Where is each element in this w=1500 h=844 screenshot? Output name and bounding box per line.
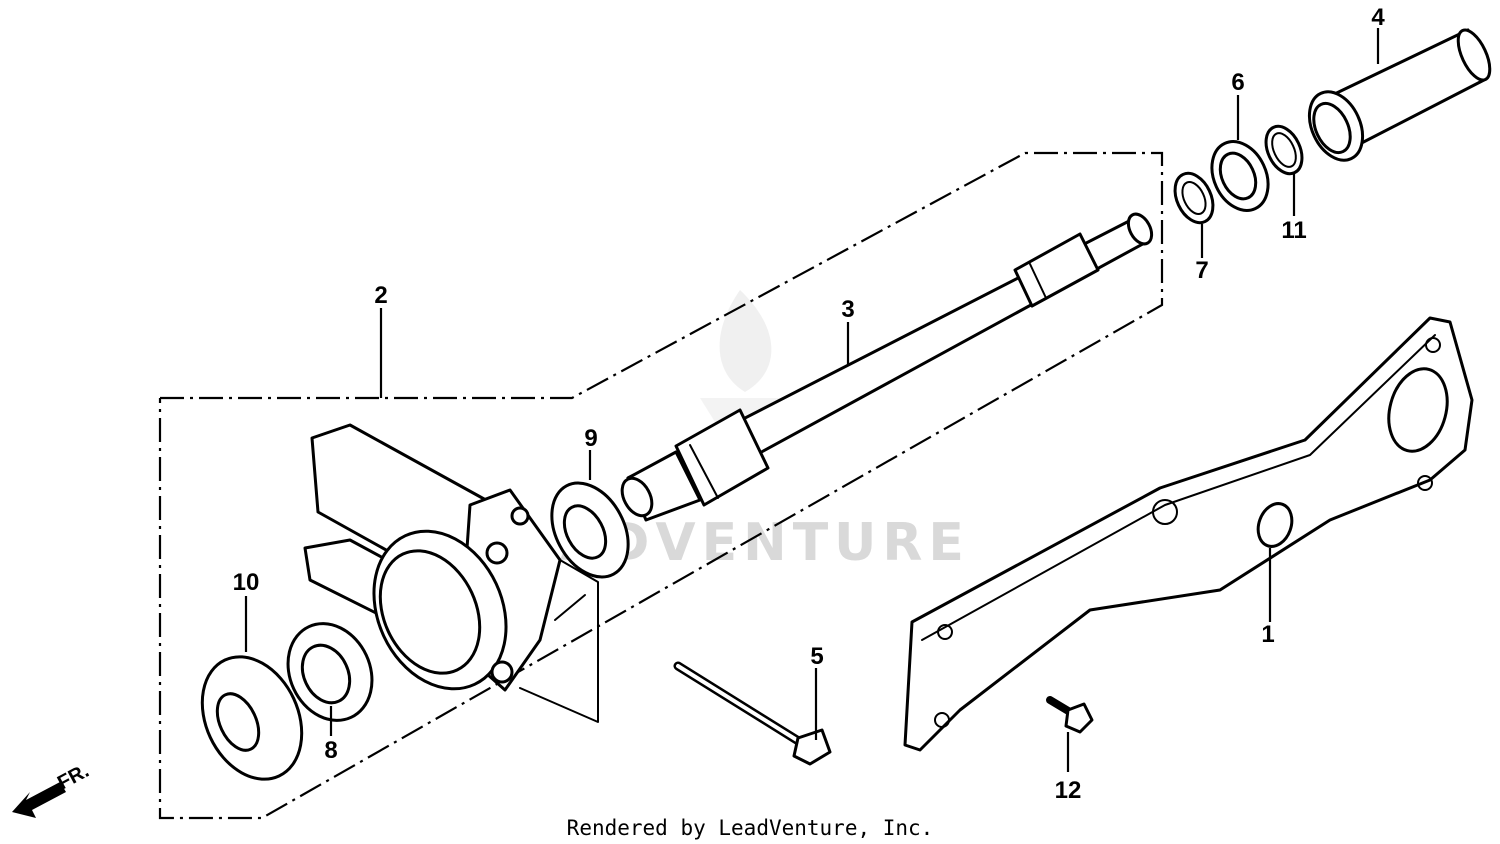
assembly-boundary (158, 151, 1164, 820)
part-4-sleeve (1307, 28, 1492, 162)
arrow-down-left-icon (12, 782, 66, 818)
render-credit: Rendered by LeadVenture, Inc. (567, 816, 934, 840)
callout-2: 2 (374, 282, 387, 309)
callout-labels: 1 2 3 4 5 6 7 8 9 10 11 12 (233, 4, 1386, 804)
callout-11: 11 (1281, 217, 1306, 244)
part-12-bolt (1046, 696, 1094, 734)
callout-1: 1 (1261, 621, 1274, 648)
callout-7: 7 (1195, 257, 1208, 284)
front-direction-indicator: FR. (12, 760, 93, 818)
callout-8: 8 (324, 737, 337, 764)
part-8-ball-bearing (286, 622, 374, 722)
callout-12: 12 (1055, 777, 1082, 804)
callout-9: 9 (584, 425, 597, 452)
callout-5: 5 (810, 643, 823, 670)
part-9-bearing (550, 481, 630, 579)
part-6-collar (1210, 140, 1270, 212)
callout-3: 3 (841, 296, 854, 323)
part-7-circlip (1173, 171, 1215, 225)
part-3-drive-shaft (620, 212, 1154, 522)
callout-4: 4 (1371, 4, 1385, 31)
part-1-cover (903, 316, 1474, 752)
part-5-bolt (673, 661, 832, 766)
part-10-oil-seal (200, 655, 304, 781)
callout-6: 6 (1231, 69, 1244, 96)
leader-lines (244, 28, 1380, 772)
part-2-housing (303, 423, 599, 723)
callout-10: 10 (233, 569, 260, 596)
